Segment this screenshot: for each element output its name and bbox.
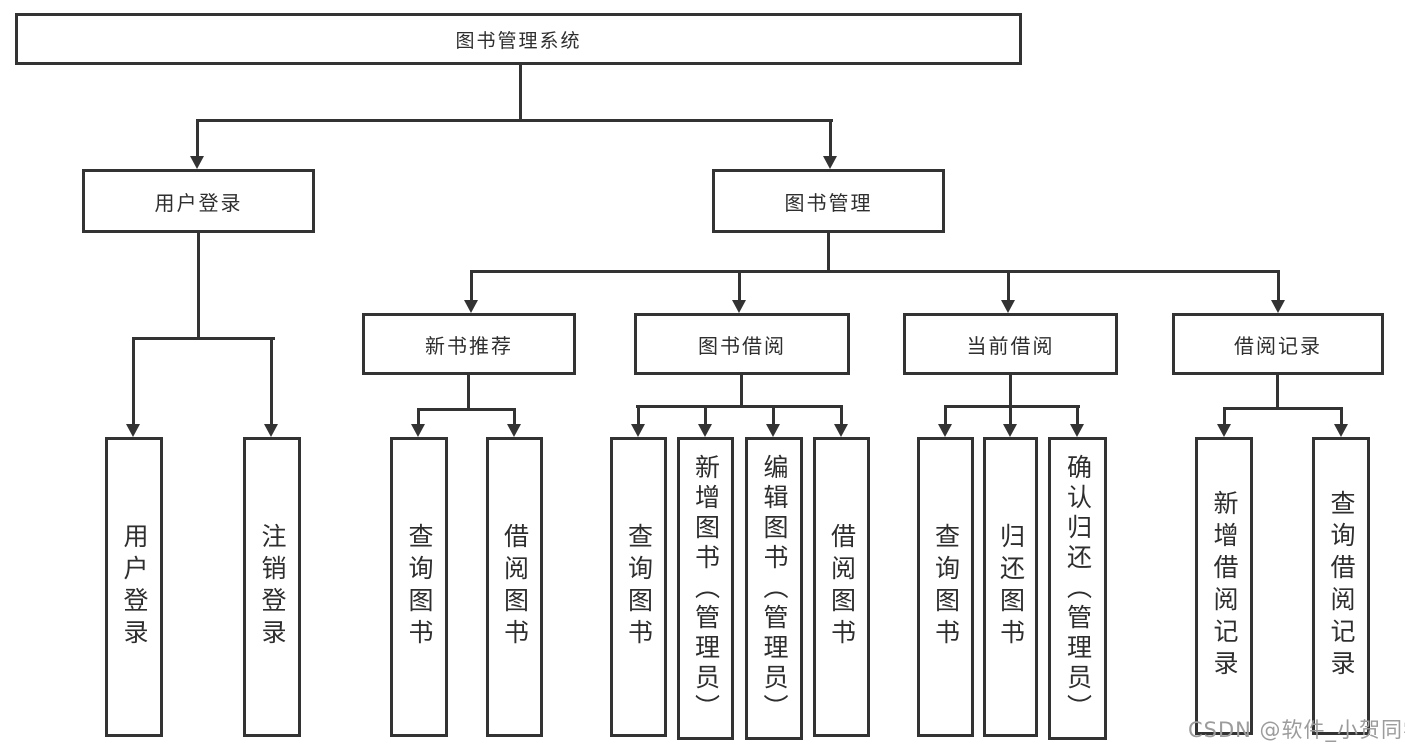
connector-to-current-return-book xyxy=(1009,405,1012,425)
arrowhead-down-borrowing-query-book xyxy=(631,424,645,437)
connector-root-to-user-login xyxy=(196,119,199,158)
connector-to-current-borrowing xyxy=(1007,270,1010,301)
node-library-system: 图书管理系统 xyxy=(15,13,1022,65)
leaf-recommend-borrow-book-label: 借阅图书 xyxy=(500,523,530,651)
arrowhead-down-current-query-book xyxy=(938,424,952,437)
connector-root-rail xyxy=(196,119,833,122)
node-new-book-recommend: 新书推荐 xyxy=(362,313,576,375)
leaf-current-confirm-return: 确认归还（管理员） xyxy=(1048,437,1107,740)
connector-new-book-recommend-stub xyxy=(467,375,470,411)
connector-to-leaf-user-login xyxy=(132,337,135,425)
node-current-borrowing-label: 当前借阅 xyxy=(966,333,1055,358)
connector-to-borrowing-edit-book xyxy=(772,405,775,425)
leaf-records-query-record: 查询借阅记录 xyxy=(1312,437,1370,735)
arrowhead-down-records-add-record xyxy=(1217,424,1231,437)
leaf-records-query-record-label: 查询借阅记录 xyxy=(1327,490,1356,682)
node-user-login-label: 用户登录 xyxy=(154,190,243,215)
connector-to-records-add-record xyxy=(1223,407,1226,425)
arrowhead-down-borrowing-borrow-book xyxy=(834,424,848,437)
node-book-borrowing-label: 图书借阅 xyxy=(698,333,786,358)
leaf-logout-label: 注销登录 xyxy=(258,523,287,651)
node-borrowing-records-label: 借阅记录 xyxy=(1234,333,1322,358)
arrowhead-down-book-management xyxy=(823,156,837,169)
arrowhead-down-leaf-logout xyxy=(264,424,278,437)
arrowhead-down-current-confirm-return xyxy=(1070,424,1084,437)
connector-to-borrowing-query-book xyxy=(637,405,640,425)
connector-new-book-recommend-rail xyxy=(417,408,516,411)
node-borrowing-records: 借阅记录 xyxy=(1172,313,1384,375)
arrowhead-down-recommend-query-book xyxy=(411,424,425,437)
connector-user-login-rail xyxy=(132,337,275,340)
node-new-book-recommend-label: 新书推荐 xyxy=(425,333,513,358)
leaf-current-query-book: 查询图书 xyxy=(917,437,974,737)
leaf-records-add-record-label: 新增借阅记录 xyxy=(1210,490,1239,682)
arrowhead-down-recommend-borrow-book xyxy=(507,424,521,437)
connector-current-borrowing-stub xyxy=(1009,375,1012,408)
connector-to-records-query-record xyxy=(1340,407,1343,425)
node-library-system-label: 图书管理系统 xyxy=(455,29,582,52)
leaf-borrowing-borrow-book-label: 借阅图书 xyxy=(827,523,857,651)
connector-root-to-book-management xyxy=(829,119,832,158)
leaf-logout: 注销登录 xyxy=(243,437,301,737)
connector-to-book-borrowing xyxy=(738,270,741,301)
leaf-current-query-book-label: 查询图书 xyxy=(931,523,961,651)
leaf-borrowing-edit-book-label: 编辑图书（管理员） xyxy=(760,453,789,724)
connector-borrowing-records-rail xyxy=(1223,407,1343,410)
leaf-recommend-borrow-book: 借阅图书 xyxy=(486,437,543,737)
node-user-login: 用户登录 xyxy=(82,169,315,233)
arrowhead-down-leaf-user-login xyxy=(126,424,140,437)
connector-to-borrowing-add-book xyxy=(704,405,707,425)
leaf-borrowing-query-book: 查询图书 xyxy=(610,437,667,737)
arrowhead-down-current-borrowing xyxy=(1001,300,1015,313)
arrowhead-down-borrowing-add-book xyxy=(698,424,712,437)
leaf-current-return-book: 归还图书 xyxy=(983,437,1038,737)
leaf-borrowing-add-book: 新增图书（管理员） xyxy=(677,437,734,740)
connector-book-management-rail xyxy=(470,270,1280,273)
node-current-borrowing: 当前借阅 xyxy=(903,313,1118,375)
connector-book-borrowing-rail xyxy=(636,405,843,408)
connector-to-recommend-query-book xyxy=(417,408,420,425)
leaf-current-confirm-return-label: 确认归还（管理员） xyxy=(1063,453,1093,724)
arrowhead-down-user-login xyxy=(190,156,204,169)
connector-to-new-book-recommend xyxy=(470,270,473,301)
connector-to-borrowing-records xyxy=(1277,270,1280,301)
node-book-management: 图书管理 xyxy=(712,169,945,233)
leaf-user-login: 用户登录 xyxy=(105,437,163,737)
connector-to-leaf-logout xyxy=(270,337,273,425)
node-book-borrowing: 图书借阅 xyxy=(634,313,850,375)
leaf-borrowing-borrow-book: 借阅图书 xyxy=(813,437,870,737)
connector-to-current-query-book xyxy=(944,405,947,425)
leaf-borrowing-add-book-label: 新增图书（管理员） xyxy=(691,453,721,724)
connector-root-stub xyxy=(519,63,522,122)
connector-book-management-stub xyxy=(827,233,830,273)
leaf-recommend-query-book-label: 查询图书 xyxy=(405,523,434,651)
connector-to-borrowing-borrow-book xyxy=(840,405,843,425)
leaf-borrowing-query-book-label: 查询图书 xyxy=(624,523,654,651)
arrowhead-down-book-borrowing xyxy=(732,300,746,313)
arrowhead-down-records-query-record xyxy=(1334,424,1348,437)
leaf-borrowing-edit-book: 编辑图书（管理员） xyxy=(745,437,803,740)
connector-to-recommend-borrow-book xyxy=(513,408,516,425)
connector-user-login-stub xyxy=(197,233,200,340)
leaf-records-add-record: 新增借阅记录 xyxy=(1195,437,1253,735)
connector-current-borrowing-rail xyxy=(944,405,1080,408)
leaf-recommend-query-book: 查询图书 xyxy=(390,437,448,737)
node-book-management-label: 图书管理 xyxy=(784,190,873,215)
arrowhead-down-new-book-recommend xyxy=(464,300,478,313)
connector-borrowing-records-stub xyxy=(1276,375,1279,410)
connector-to-current-confirm-return xyxy=(1076,405,1079,425)
leaf-current-return-book-label: 归还图书 xyxy=(996,523,1026,651)
connector-book-borrowing-stub xyxy=(740,375,743,408)
leaf-user-login-label: 用户登录 xyxy=(120,523,149,651)
arrowhead-down-borrowing-records xyxy=(1271,300,1285,313)
csdn-watermark: CSDN @软件_小贺同学 xyxy=(1188,718,1405,742)
arrowhead-down-borrowing-edit-book xyxy=(766,424,780,437)
arrowhead-down-current-return-book xyxy=(1003,424,1017,437)
